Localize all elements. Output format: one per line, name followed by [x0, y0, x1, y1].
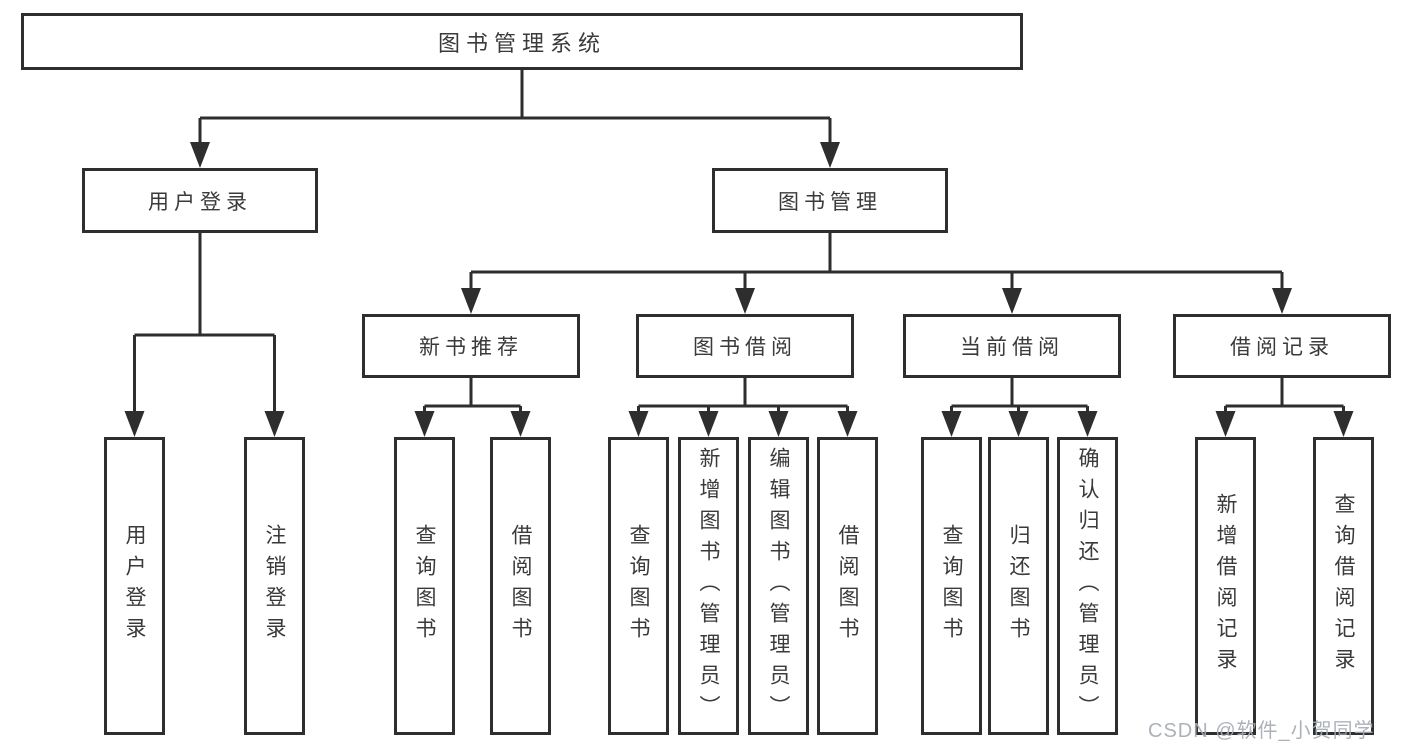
connector-root-to-level2 — [198, 70, 832, 146]
arrow-down — [1002, 288, 1022, 314]
node-book-management-label: 图书管理 — [778, 190, 882, 214]
node-root: 图书管理系统 — [21, 13, 1023, 70]
arrow-down — [264, 411, 285, 437]
leaf-query-books-borrow: 查询图书 — [608, 437, 669, 735]
arrow-down — [1272, 288, 1292, 314]
leaf-add-book-admin-label: 新增图书（管理员） — [697, 446, 720, 726]
leaf-user-login-label: 用户登录 — [123, 524, 146, 648]
arrow-down — [941, 411, 962, 437]
node-new-book-recommendation-label: 新书推荐 — [419, 336, 523, 359]
leaf-query-books-recommend: 查询图书 — [394, 437, 455, 735]
arrow-down — [628, 411, 649, 437]
connector-records-to-leaves — [1224, 378, 1345, 415]
connector-userlogin-to-leaves — [133, 233, 276, 415]
leaf-edit-book-admin-label: 编辑图书（管理员） — [767, 446, 790, 726]
node-borrowing-records-label: 借阅记录 — [1230, 336, 1334, 359]
leaf-borrow-books-recommend-label: 借阅图书 — [509, 524, 532, 648]
arrow-down — [124, 411, 145, 437]
leaf-query-books-borrow-label: 查询图书 — [627, 524, 650, 648]
leaf-logout-label: 注销登录 — [263, 524, 286, 648]
node-book-borrowing: 图书借阅 — [636, 314, 854, 378]
node-user-login: 用户登录 — [82, 168, 318, 233]
arrow-down — [820, 142, 840, 168]
arrow-down — [1333, 411, 1354, 437]
leaf-query-borrow-record-label: 查询借阅记录 — [1332, 493, 1355, 679]
arrow-down — [461, 288, 481, 314]
leaf-confirm-return-admin-label: 确认归还（管理员） — [1076, 446, 1099, 726]
arrow-down — [735, 288, 755, 314]
csdn-watermark: CSDN @软件_小贺同学 — [1148, 720, 1375, 742]
arrow-down — [698, 411, 719, 437]
leaf-edit-book-admin: 编辑图书（管理员） — [748, 437, 809, 735]
arrow-down — [1077, 411, 1098, 437]
leaf-query-books-current-label: 查询图书 — [940, 524, 963, 648]
leaf-user-login: 用户登录 — [104, 437, 165, 735]
arrow-down — [190, 142, 210, 168]
node-book-borrowing-label: 图书借阅 — [693, 336, 797, 359]
node-current-borrowing-label: 当前借阅 — [960, 336, 1064, 359]
connector-borrow-to-leaves — [637, 378, 849, 415]
node-user-login-label: 用户登录 — [148, 190, 252, 214]
arrow-down — [1008, 411, 1029, 437]
node-book-management: 图书管理 — [712, 168, 948, 233]
arrow-down — [510, 411, 531, 437]
leaf-return-books-label: 归还图书 — [1007, 524, 1030, 648]
node-borrowing-records: 借阅记录 — [1173, 314, 1391, 378]
connector-newbook-to-leaves — [423, 378, 522, 415]
leaf-borrow-books-recommend: 借阅图书 — [490, 437, 551, 735]
arrow-down — [414, 411, 435, 437]
node-root-label: 图书管理系统 — [437, 30, 606, 56]
leaf-add-borrow-record-label: 新增借阅记录 — [1214, 493, 1237, 679]
node-new-book-recommendation: 新书推荐 — [362, 314, 580, 378]
leaf-add-borrow-record: 新增借阅记录 — [1195, 437, 1256, 735]
leaf-logout: 注销登录 — [244, 437, 305, 735]
node-current-borrowing: 当前借阅 — [903, 314, 1121, 378]
leaf-query-books-recommend-label: 查询图书 — [413, 524, 436, 648]
connector-current-to-leaves — [950, 378, 1089, 415]
arrow-down — [1215, 411, 1236, 437]
leaf-borrow-books: 借阅图书 — [817, 437, 878, 735]
leaf-confirm-return-admin: 确认归还（管理员） — [1057, 437, 1118, 735]
leaf-query-borrow-record: 查询借阅记录 — [1313, 437, 1374, 735]
leaf-add-book-admin: 新增图书（管理员） — [678, 437, 739, 735]
connector-bookmgmt-to-level3 — [469, 233, 1284, 292]
leaf-query-books-current: 查询图书 — [921, 437, 982, 735]
leaf-return-books: 归还图书 — [988, 437, 1049, 735]
arrow-down — [768, 411, 789, 437]
arrow-down — [837, 411, 858, 437]
leaf-borrow-books-label: 借阅图书 — [836, 524, 859, 648]
